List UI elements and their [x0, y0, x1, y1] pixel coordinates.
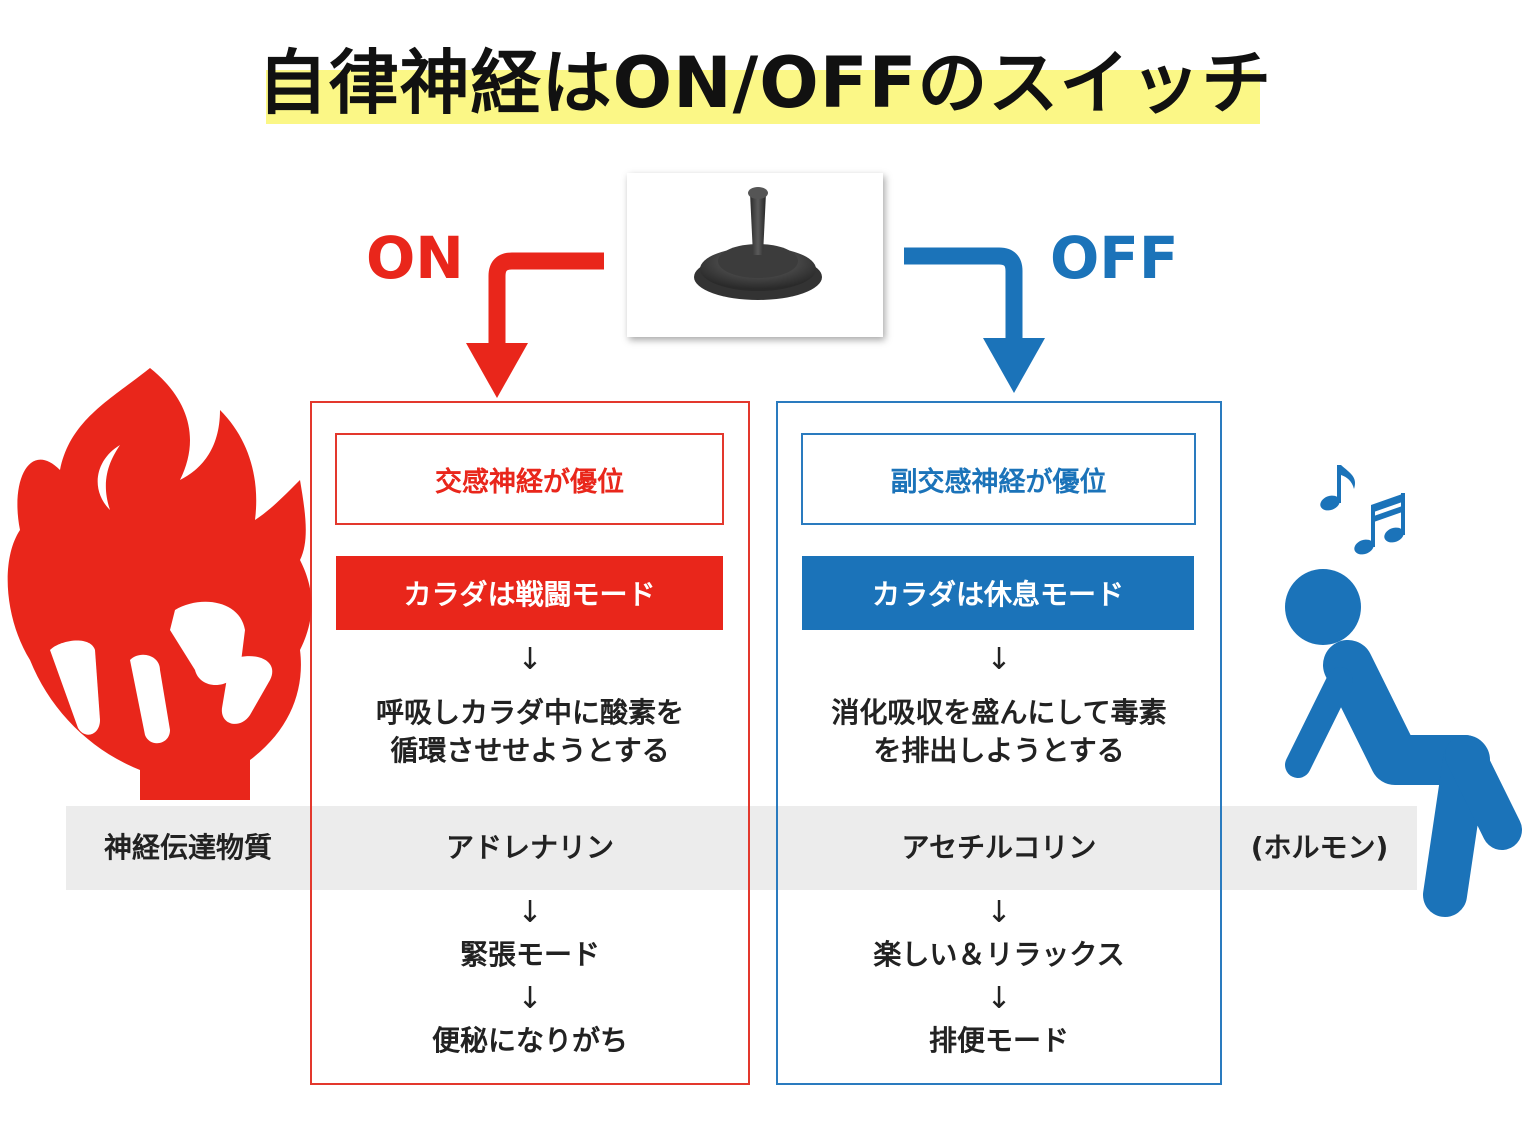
- off-label: OFF: [1050, 224, 1179, 292]
- sympathetic-arrow-1: ↓: [517, 642, 543, 677]
- parasympathetic-arrow-3: ↓: [986, 981, 1012, 1016]
- parasympathetic-mode: カラダは休息モード: [802, 556, 1194, 630]
- sympathetic-result: 便秘になりがち: [431, 1024, 628, 1057]
- parasympathetic-effect-line1: 消化吸収を盛んにして毒素: [831, 696, 1167, 729]
- sympathetic-arrow-3: ↓: [517, 981, 543, 1016]
- title-highlight: [266, 70, 1260, 124]
- band-note: (ホルモン): [1250, 831, 1389, 864]
- parasympathetic-transmitter: アセチルコリン: [901, 831, 1097, 864]
- music-note-icon: [1320, 465, 1405, 555]
- band-label: 神経伝達物質: [103, 831, 272, 864]
- on-label: ON: [366, 224, 464, 292]
- parasympathetic-effect-line2: を排出しようとする: [873, 734, 1125, 767]
- parasympathetic-state: 楽しい＆リラックス: [873, 938, 1125, 971]
- parasympathetic-arrow-1: ↓: [986, 642, 1012, 677]
- parasympathetic-panel: [776, 401, 1222, 1085]
- joystick-icon: [694, 187, 822, 300]
- switch-box: [627, 173, 883, 337]
- page-title: 自律神経はON/OFFのスイッチ: [257, 42, 1273, 124]
- sympathetic-transmitter: アドレナリン: [445, 831, 614, 864]
- sympathetic-panel: [310, 401, 750, 1085]
- sympathetic-heading: 交感神経が優位: [335, 433, 724, 525]
- relaxing-person-icon: [1285, 569, 1522, 917]
- sympathetic-effect-line2: 循環させせようとする: [390, 734, 670, 767]
- parasympathetic-arrow-2: ↓: [986, 895, 1012, 930]
- sympathetic-effect-line1: 呼吸しカラダ中に酸素を: [375, 696, 684, 729]
- sympathetic-mode: カラダは戦闘モード: [336, 556, 723, 630]
- parasympathetic-heading: 副交感神経が優位: [801, 433, 1196, 525]
- parasympathetic-result: 排便モード: [928, 1024, 1069, 1057]
- neurotransmitter-band: [66, 806, 1417, 890]
- sympathetic-state: 緊張モード: [459, 938, 600, 971]
- sympathetic-arrow-2: ↓: [517, 895, 543, 930]
- flame-icon: [7, 368, 312, 800]
